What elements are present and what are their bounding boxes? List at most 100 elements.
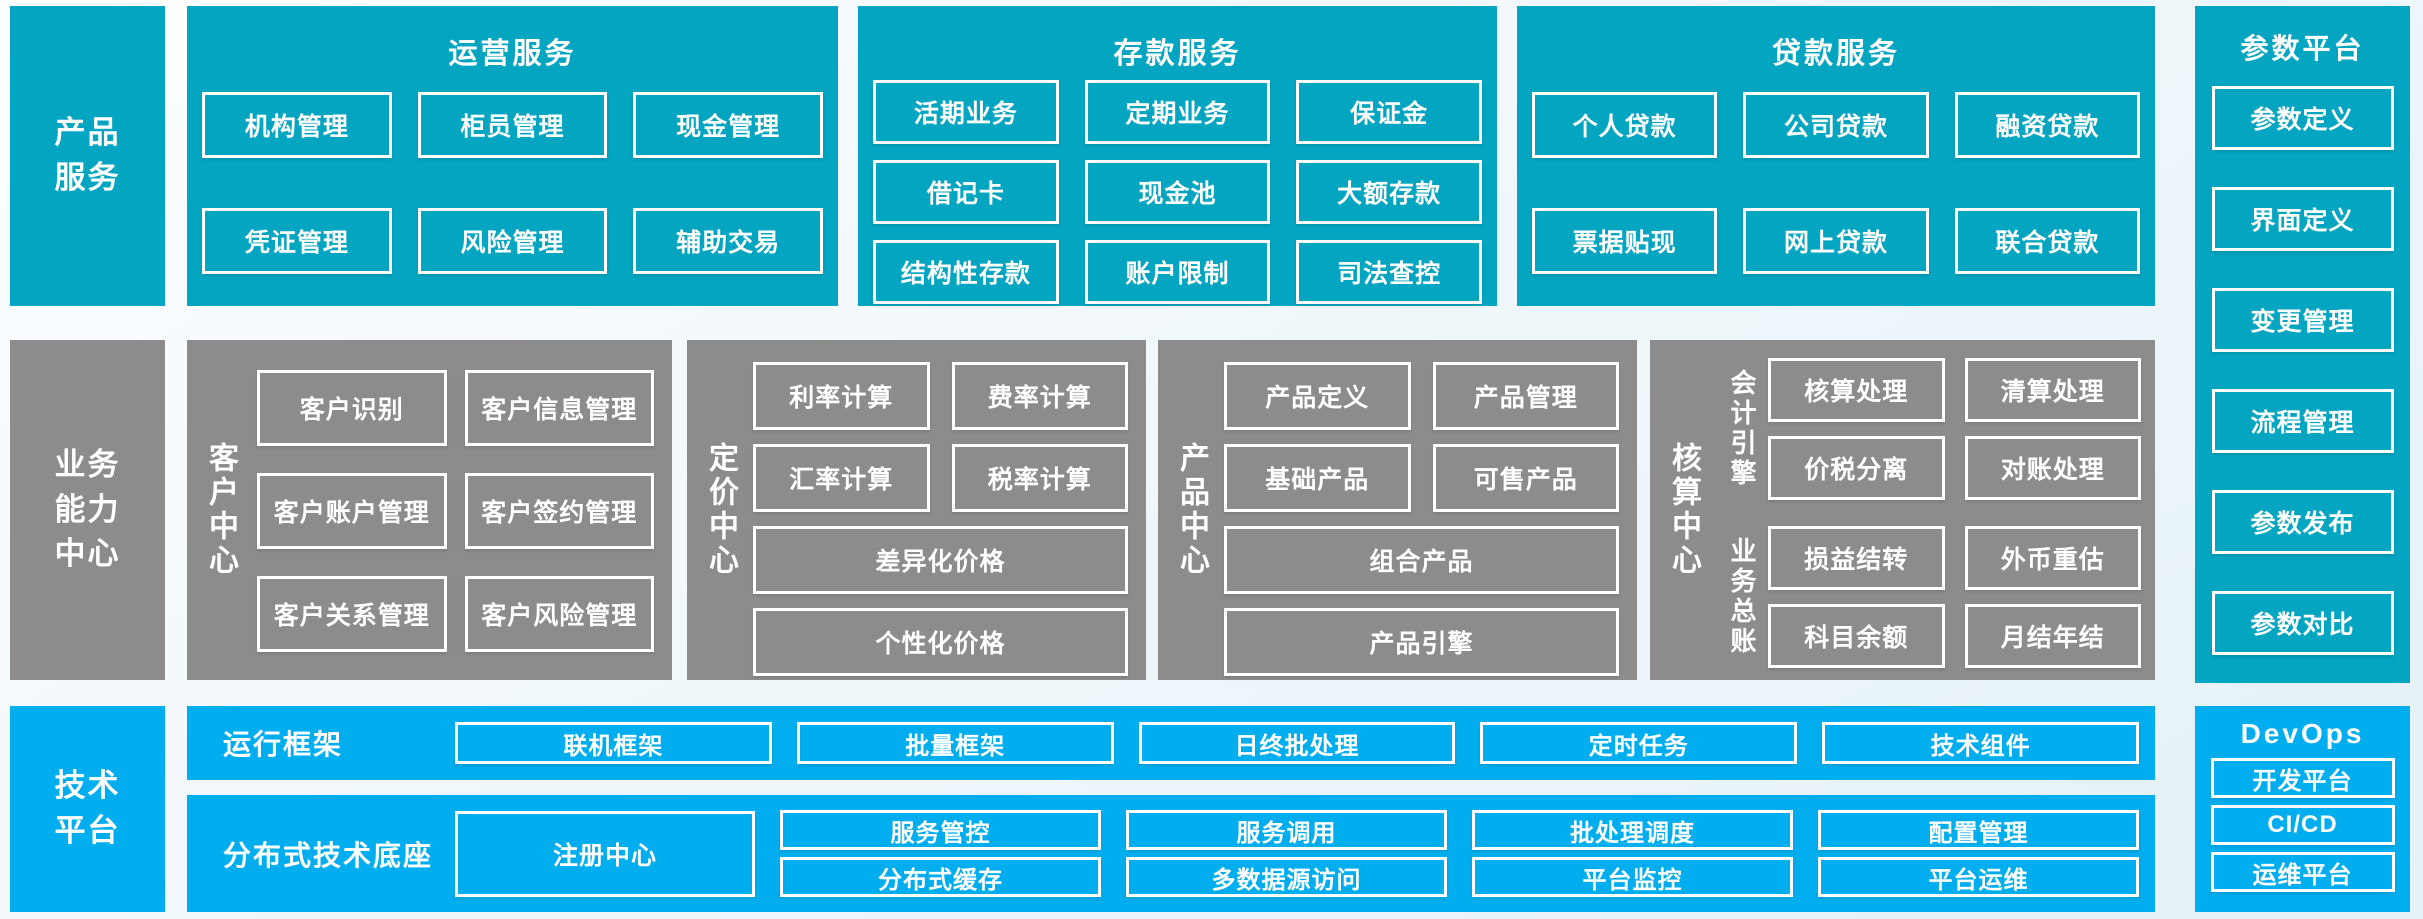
tech-box: 批处理调度 xyxy=(1472,810,1793,850)
service-box: 账户限制 xyxy=(1084,240,1271,304)
general-ledger-group: 业务总账 损益结转 外币重估 科目余额 月结年结 xyxy=(1716,526,2141,668)
capability-box: 可售产品 xyxy=(1432,444,1619,512)
service-box: 凭证管理 xyxy=(202,208,392,274)
capability-box: 损益结转 xyxy=(1768,526,1945,590)
registry-center-box: 注册中心 xyxy=(455,810,755,897)
distributed-base-grid: 服务管控 服务调用 批处理调度 配置管理 分布式缓存 多数据源访问 平台监控 平… xyxy=(780,810,2139,897)
runtime-framework-boxes: 联机框架 批量框架 日终批处理 定时任务 技术组件 xyxy=(455,722,2139,764)
service-box: 柜员管理 xyxy=(417,92,608,158)
capability-box: 产品定义 xyxy=(1224,362,1411,430)
deposit-title: 存款服务 xyxy=(1113,38,1242,70)
accounting-center-panel: 核算中心 会计引擎 核算处理 清算处理 价税分离 对账处理 业务总账 损益结转 … xyxy=(1650,340,2155,680)
product-center-grid: 产品定义 产品管理 基础产品 可售产品 组合产品 产品引擎 xyxy=(1224,362,1619,680)
distributed-base-band: 分布式技术底座 注册中心 服务管控 服务调用 批处理调度 配置管理 分布式缓存 … xyxy=(187,795,2155,912)
tech-box: 平台运维 xyxy=(1818,857,2139,897)
capability-box: 月结年结 xyxy=(1964,604,2141,668)
capability-box: 客户关系管理 xyxy=(257,576,447,652)
devops-box: 开发平台 xyxy=(2210,758,2395,798)
capability-box-wide: 差异化价格 xyxy=(753,526,1128,594)
capability-box: 客户签约管理 xyxy=(464,473,654,549)
service-box: 机构管理 xyxy=(202,92,392,158)
capability-box: 客户信息管理 xyxy=(464,370,654,446)
capability-box: 客户风险管理 xyxy=(464,576,654,652)
runtime-framework-band: 运行框架 联机框架 批量框架 日终批处理 定时任务 技术组件 xyxy=(187,706,2155,780)
distributed-base-label: 分布式技术底座 xyxy=(223,839,434,871)
tech-box: 服务管控 xyxy=(780,810,1101,850)
tech-box: 多数据源访问 xyxy=(1126,857,1447,897)
service-box: 个人贷款 xyxy=(1532,92,1718,158)
service-box: 现金管理 xyxy=(633,92,823,158)
tech-box: 服务调用 xyxy=(1126,810,1447,850)
accounting-engine-group: 会计引擎 核算处理 清算处理 价税分离 对账处理 xyxy=(1716,358,2141,500)
product-center-panel: 产品中心 产品定义 产品管理 基础产品 可售产品 组合产品 产品引擎 xyxy=(1158,340,1637,680)
tech-box: 技术组件 xyxy=(1822,722,2139,764)
service-box: 活期业务 xyxy=(873,80,1059,144)
pricing-center-label: 定价中心 xyxy=(704,442,737,578)
rail-product-services: 产品 服务 xyxy=(10,6,165,306)
capability-box: 清算处理 xyxy=(1964,358,2141,422)
service-box: 司法查控 xyxy=(1296,240,1482,304)
service-box: 现金池 xyxy=(1084,160,1271,224)
devops-boxes: 开发平台 CI/CD 运维平台 xyxy=(2210,758,2395,892)
tech-box: 定时任务 xyxy=(1480,722,1798,764)
capability-box: 科目余额 xyxy=(1768,604,1945,668)
pricing-center-panel: 定价中心 利率计算 费率计算 汇率计算 税率计算 差异化价格 个性化价格 xyxy=(687,340,1146,680)
customer-center-grid: 客户识别 客户信息管理 客户账户管理 客户签约管理 客户关系管理 客户风险管理 xyxy=(257,370,654,680)
capability-box: 利率计算 xyxy=(753,362,930,430)
param-box: 参数定义 xyxy=(2211,86,2394,150)
loan-title: 贷款服务 xyxy=(1771,38,1900,70)
pricing-center-grid: 利率计算 费率计算 汇率计算 税率计算 差异化价格 个性化价格 xyxy=(753,362,1128,680)
param-platform-boxes: 参数定义 界面定义 变更管理 流程管理 参数发布 参数对比 xyxy=(2211,86,2394,655)
loan-panel: 贷款服务 个人贷款 公司贷款 融资贷款 票据贴现 网上贷款 联合贷款 xyxy=(1517,6,2155,306)
param-box: 界面定义 xyxy=(2211,187,2394,251)
param-platform-title: 参数平台 xyxy=(2240,33,2365,64)
capability-box: 价税分离 xyxy=(1768,436,1945,500)
service-box: 大额存款 xyxy=(1296,160,1482,224)
service-box: 结构性存款 xyxy=(873,240,1059,304)
tech-box: 分布式缓存 xyxy=(780,857,1101,897)
product-center-label: 产品中心 xyxy=(1175,442,1208,578)
service-box: 票据贴现 xyxy=(1532,208,1718,274)
capability-box-wide: 组合产品 xyxy=(1224,526,1619,594)
customer-center-panel: 客户中心 客户识别 客户信息管理 客户账户管理 客户签约管理 客户关系管理 客户… xyxy=(187,340,672,680)
operations-title: 运营服务 xyxy=(448,38,577,70)
devops-box: 运维平台 xyxy=(2210,852,2395,892)
tech-box: 批量框架 xyxy=(796,722,1114,764)
service-box: 辅助交易 xyxy=(633,208,823,274)
devops-title: DevOps xyxy=(2240,718,2365,749)
accounting-center-label: 核算中心 xyxy=(1667,442,1700,578)
capability-box-wide: 个性化价格 xyxy=(753,608,1128,676)
capability-box: 客户识别 xyxy=(257,370,447,446)
param-box: 参数对比 xyxy=(2211,591,2394,655)
accounting-groups: 会计引擎 核算处理 清算处理 价税分离 对账处理 业务总账 损益结转 外币重估 … xyxy=(1716,358,2141,680)
service-box: 定期业务 xyxy=(1084,80,1271,144)
operations-grid: 机构管理 柜员管理 现金管理 凭证管理 风险管理 辅助交易 xyxy=(202,92,823,274)
operations-panel: 运营服务 机构管理 柜员管理 现金管理 凭证管理 风险管理 辅助交易 xyxy=(187,6,838,306)
service-box: 借记卡 xyxy=(873,160,1059,224)
tech-box: 配置管理 xyxy=(1818,810,2139,850)
deposit-panel: 存款服务 活期业务 定期业务 保证金 借记卡 现金池 大额存款 结构性存款 账户… xyxy=(858,6,1497,306)
capability-box: 外币重估 xyxy=(1964,526,2141,590)
capability-box: 费率计算 xyxy=(951,362,1128,430)
service-box: 公司贷款 xyxy=(1743,92,1929,158)
capability-box: 客户账户管理 xyxy=(257,473,447,549)
devops-panel: DevOps 开发平台 CI/CD 运维平台 xyxy=(2195,706,2410,912)
capability-box: 基础产品 xyxy=(1224,444,1411,512)
service-box: 网上贷款 xyxy=(1743,208,1929,274)
capability-box: 产品管理 xyxy=(1432,362,1619,430)
tech-box: 平台监控 xyxy=(1472,857,1793,897)
accounting-engine-grid: 核算处理 清算处理 价税分离 对账处理 xyxy=(1768,358,2141,500)
accounting-engine-label: 会计引擎 xyxy=(1727,369,1757,489)
capability-box-wide: 产品引擎 xyxy=(1224,608,1619,676)
param-box: 变更管理 xyxy=(2211,288,2394,352)
service-box: 联合贷款 xyxy=(1954,208,2140,274)
tech-box: 联机框架 xyxy=(455,722,772,764)
service-box: 风险管理 xyxy=(417,208,608,274)
general-ledger-grid: 损益结转 外币重估 科目余额 月结年结 xyxy=(1768,526,2141,668)
customer-center-label: 客户中心 xyxy=(204,442,237,578)
deposit-grid: 活期业务 定期业务 保证金 借记卡 现金池 大额存款 结构性存款 账户限制 司法… xyxy=(873,80,1482,304)
devops-box: CI/CD xyxy=(2210,805,2395,845)
tech-box: 日终批处理 xyxy=(1138,722,1456,764)
rail-tech-platform: 技术 平台 xyxy=(10,706,165,912)
